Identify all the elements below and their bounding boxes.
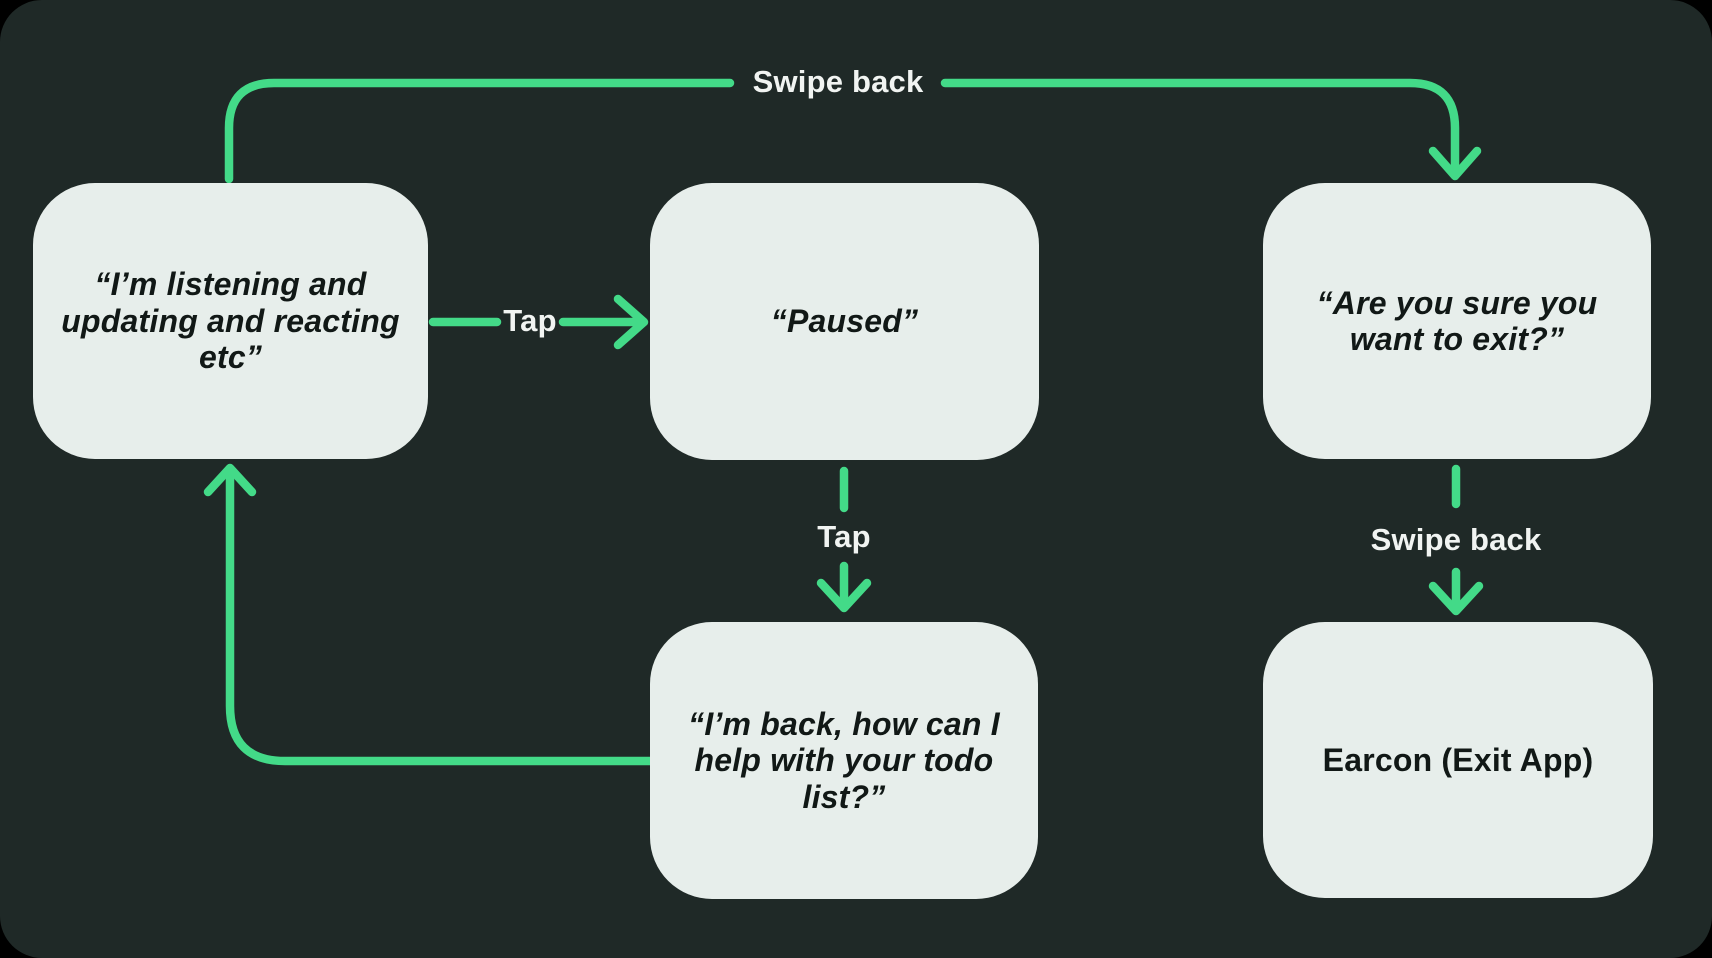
edge-swipe-back-top-left-segment	[224, 78, 735, 184]
edge-loop-back-arrowhead-icon	[203, 463, 257, 497]
edge-tap-down-arrowhead-icon	[816, 578, 872, 613]
edge-label-tap-to-pause: Tap	[503, 303, 557, 338]
node-listening-label: “I’m listening and updating and reacting…	[61, 266, 400, 376]
edge-loop-back-segment	[225, 471, 655, 766]
edge-label-swipe-back-top: Swipe back	[752, 64, 924, 99]
flow-arrows	[203, 78, 1484, 766]
node-listening: “I’m listening and updating and reacting…	[33, 183, 428, 459]
node-paused-label: “Paused”	[770, 303, 919, 340]
node-exit-confirm: “Are you sure you want to exit?”	[1263, 183, 1651, 459]
node-paused: “Paused”	[650, 183, 1039, 460]
edge-label-tap-to-resume: Tap	[817, 519, 871, 554]
node-earcon-exit-app: Earcon (Exit App)	[1263, 622, 1653, 898]
edge-swipe-back-top-arrowhead-icon	[1428, 146, 1482, 181]
edge-tap-right-arrowhead-icon	[613, 294, 649, 350]
edge-swipe-back-top-right-segment	[940, 78, 1460, 173]
node-back: “I’m back, how can I help with your todo…	[650, 622, 1038, 899]
node-back-label: “I’m back, how can I help with your todo…	[688, 705, 1000, 815]
edge-swipe-back-down-arrowhead-icon	[1428, 581, 1484, 616]
node-exit-confirm-label: “Are you sure you want to exit?”	[1316, 284, 1598, 357]
node-earcon-label: Earcon (Exit App)	[1322, 741, 1594, 778]
edge-label-swipe-back-exit: Swipe back	[1370, 522, 1542, 557]
